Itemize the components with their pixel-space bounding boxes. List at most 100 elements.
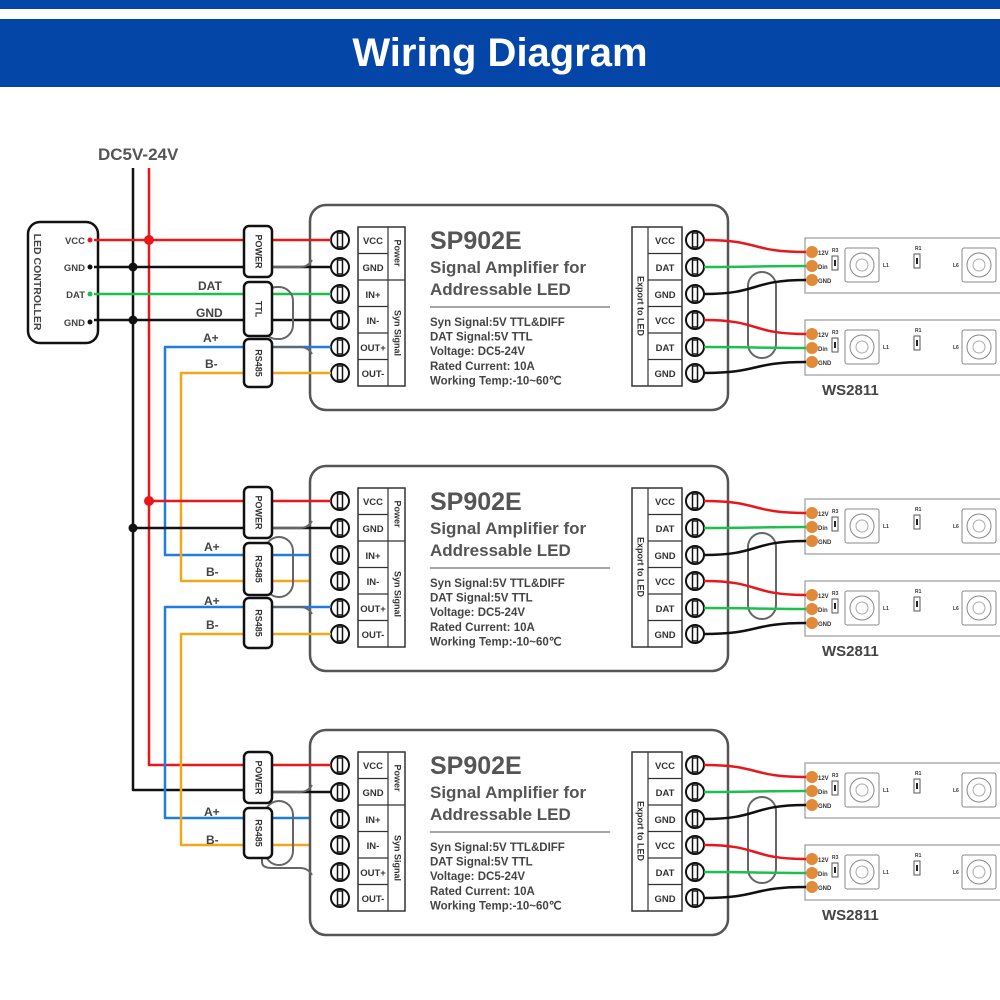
part-label: R3 bbox=[832, 591, 839, 597]
module-subtitle: Signal Amplifier for bbox=[430, 783, 587, 802]
rs485-connector bbox=[242, 596, 274, 650]
top-accent-bar bbox=[0, 0, 1000, 9]
screw-slot bbox=[336, 757, 344, 773]
resistor-body bbox=[834, 521, 836, 527]
spec-line: Working Temp:-10~60℃ bbox=[430, 374, 562, 387]
rs485-connector-label: RS485 bbox=[254, 349, 264, 377]
pad-label: 12V bbox=[818, 333, 829, 339]
vcc-rail bbox=[147, 168, 244, 767]
input-pin-vcc: VCC bbox=[363, 497, 383, 508]
module-model: SP902E bbox=[430, 752, 522, 780]
solder-pad bbox=[806, 853, 818, 865]
pad-label: 12V bbox=[818, 512, 829, 518]
output-pin-gnd: GND bbox=[654, 290, 675, 301]
junction-dot bbox=[87, 319, 93, 325]
output-wire bbox=[703, 843, 807, 861]
input-pin-out-: OUT- bbox=[362, 369, 385, 380]
module-subtitle: Addressable LED bbox=[430, 805, 571, 824]
solder-pad bbox=[806, 342, 818, 354]
spec-line: DAT Signal:5V TTL bbox=[430, 332, 533, 344]
cable-bend bbox=[272, 784, 313, 793]
module-subtitle: Addressable LED bbox=[430, 541, 571, 560]
output-wire bbox=[703, 621, 807, 636]
part-label: R1 bbox=[915, 246, 922, 252]
screw-slot bbox=[691, 232, 699, 248]
part-label: L6 bbox=[953, 263, 959, 269]
screw-terminal bbox=[330, 862, 350, 882]
input-pin-out+: OUT+ bbox=[360, 343, 386, 354]
output-pin-vcc: VCC bbox=[655, 236, 675, 247]
power-connector-label: POWER bbox=[254, 495, 264, 530]
output-wire bbox=[703, 525, 807, 530]
solder-pad bbox=[806, 799, 818, 811]
rs485-connector bbox=[242, 541, 274, 597]
output-wire bbox=[703, 789, 807, 794]
output-wire bbox=[703, 264, 807, 269]
led-lens bbox=[966, 859, 992, 885]
module-model: SP902E bbox=[430, 227, 522, 255]
output-wire bbox=[703, 579, 807, 597]
export-to-led-label: Export to LED bbox=[636, 537, 646, 597]
input-pin-in-: IN- bbox=[367, 577, 380, 588]
output-pin-gnd: GND bbox=[654, 894, 675, 905]
spec-line: Syn Signal:5V TTL&DIFF bbox=[430, 842, 565, 854]
strip-model-label: WS2811 bbox=[822, 907, 879, 924]
input-pin-in+: IN+ bbox=[365, 290, 381, 301]
screw-slot bbox=[691, 339, 699, 355]
led-lens bbox=[849, 859, 875, 885]
screw-slot bbox=[336, 493, 344, 509]
module-subtitle: Signal Amplifier for bbox=[430, 519, 587, 538]
led-lens bbox=[966, 777, 992, 803]
output-pin-vcc: VCC bbox=[655, 577, 675, 588]
strip-model-label: WS2811 bbox=[822, 643, 879, 660]
pad-label: 12V bbox=[818, 776, 829, 782]
module-model: SP902E bbox=[430, 488, 522, 516]
output-wire bbox=[703, 539, 807, 557]
power-supply-label: DC5V-24V bbox=[98, 145, 179, 164]
spec-line: Working Temp:-10~60℃ bbox=[430, 899, 562, 912]
output-pin-gnd: GND bbox=[654, 815, 675, 826]
screw-slot bbox=[336, 259, 344, 275]
power-group-label: Power bbox=[393, 239, 403, 267]
a-plus-label: A+ bbox=[203, 331, 219, 345]
solder-pad bbox=[806, 260, 818, 272]
screw-slot bbox=[336, 600, 344, 616]
resistor-body bbox=[916, 865, 918, 871]
output-wire bbox=[703, 345, 807, 350]
screw-terminal bbox=[330, 571, 350, 591]
screw-slot bbox=[691, 837, 699, 853]
spec-line: DAT Signal:5V TTL bbox=[430, 593, 533, 605]
module-subtitle: Addressable LED bbox=[430, 280, 571, 299]
junction-dot bbox=[87, 237, 93, 243]
spec-line: Working Temp:-10~60℃ bbox=[430, 635, 562, 648]
cable-loop bbox=[747, 796, 777, 884]
junction-dot bbox=[128, 262, 138, 272]
rs485-connector bbox=[242, 806, 274, 860]
solder-pad bbox=[806, 617, 818, 629]
cable-loop bbox=[747, 532, 777, 620]
page-title: Wiring Diagram bbox=[0, 19, 1000, 87]
solder-pad bbox=[806, 603, 818, 615]
led-lens bbox=[966, 513, 992, 539]
strip-model-label: WS2811 bbox=[822, 382, 879, 399]
screw-slot bbox=[691, 811, 699, 827]
screw-slot bbox=[336, 890, 344, 906]
screw-slot bbox=[691, 890, 699, 906]
screw-slot bbox=[336, 811, 344, 827]
led-lens-inner bbox=[855, 783, 869, 797]
led-lens bbox=[966, 595, 992, 621]
cable-bend bbox=[272, 606, 313, 615]
resistor-body bbox=[916, 258, 918, 264]
input-pin-out-: OUT- bbox=[362, 894, 385, 905]
output-pin-vcc: VCC bbox=[655, 316, 675, 327]
power-connector-label: POWER bbox=[254, 234, 264, 269]
pad-label: Din bbox=[818, 872, 828, 878]
spec-line: DAT Signal:5V TTL bbox=[430, 857, 533, 869]
output-wire bbox=[703, 803, 807, 821]
resistor-body bbox=[834, 867, 836, 873]
led-lens-inner bbox=[855, 601, 869, 615]
junction-dot bbox=[144, 496, 154, 506]
screw-slot bbox=[336, 365, 344, 381]
screw-terminal bbox=[330, 809, 350, 829]
pad-label: GND bbox=[818, 361, 832, 367]
